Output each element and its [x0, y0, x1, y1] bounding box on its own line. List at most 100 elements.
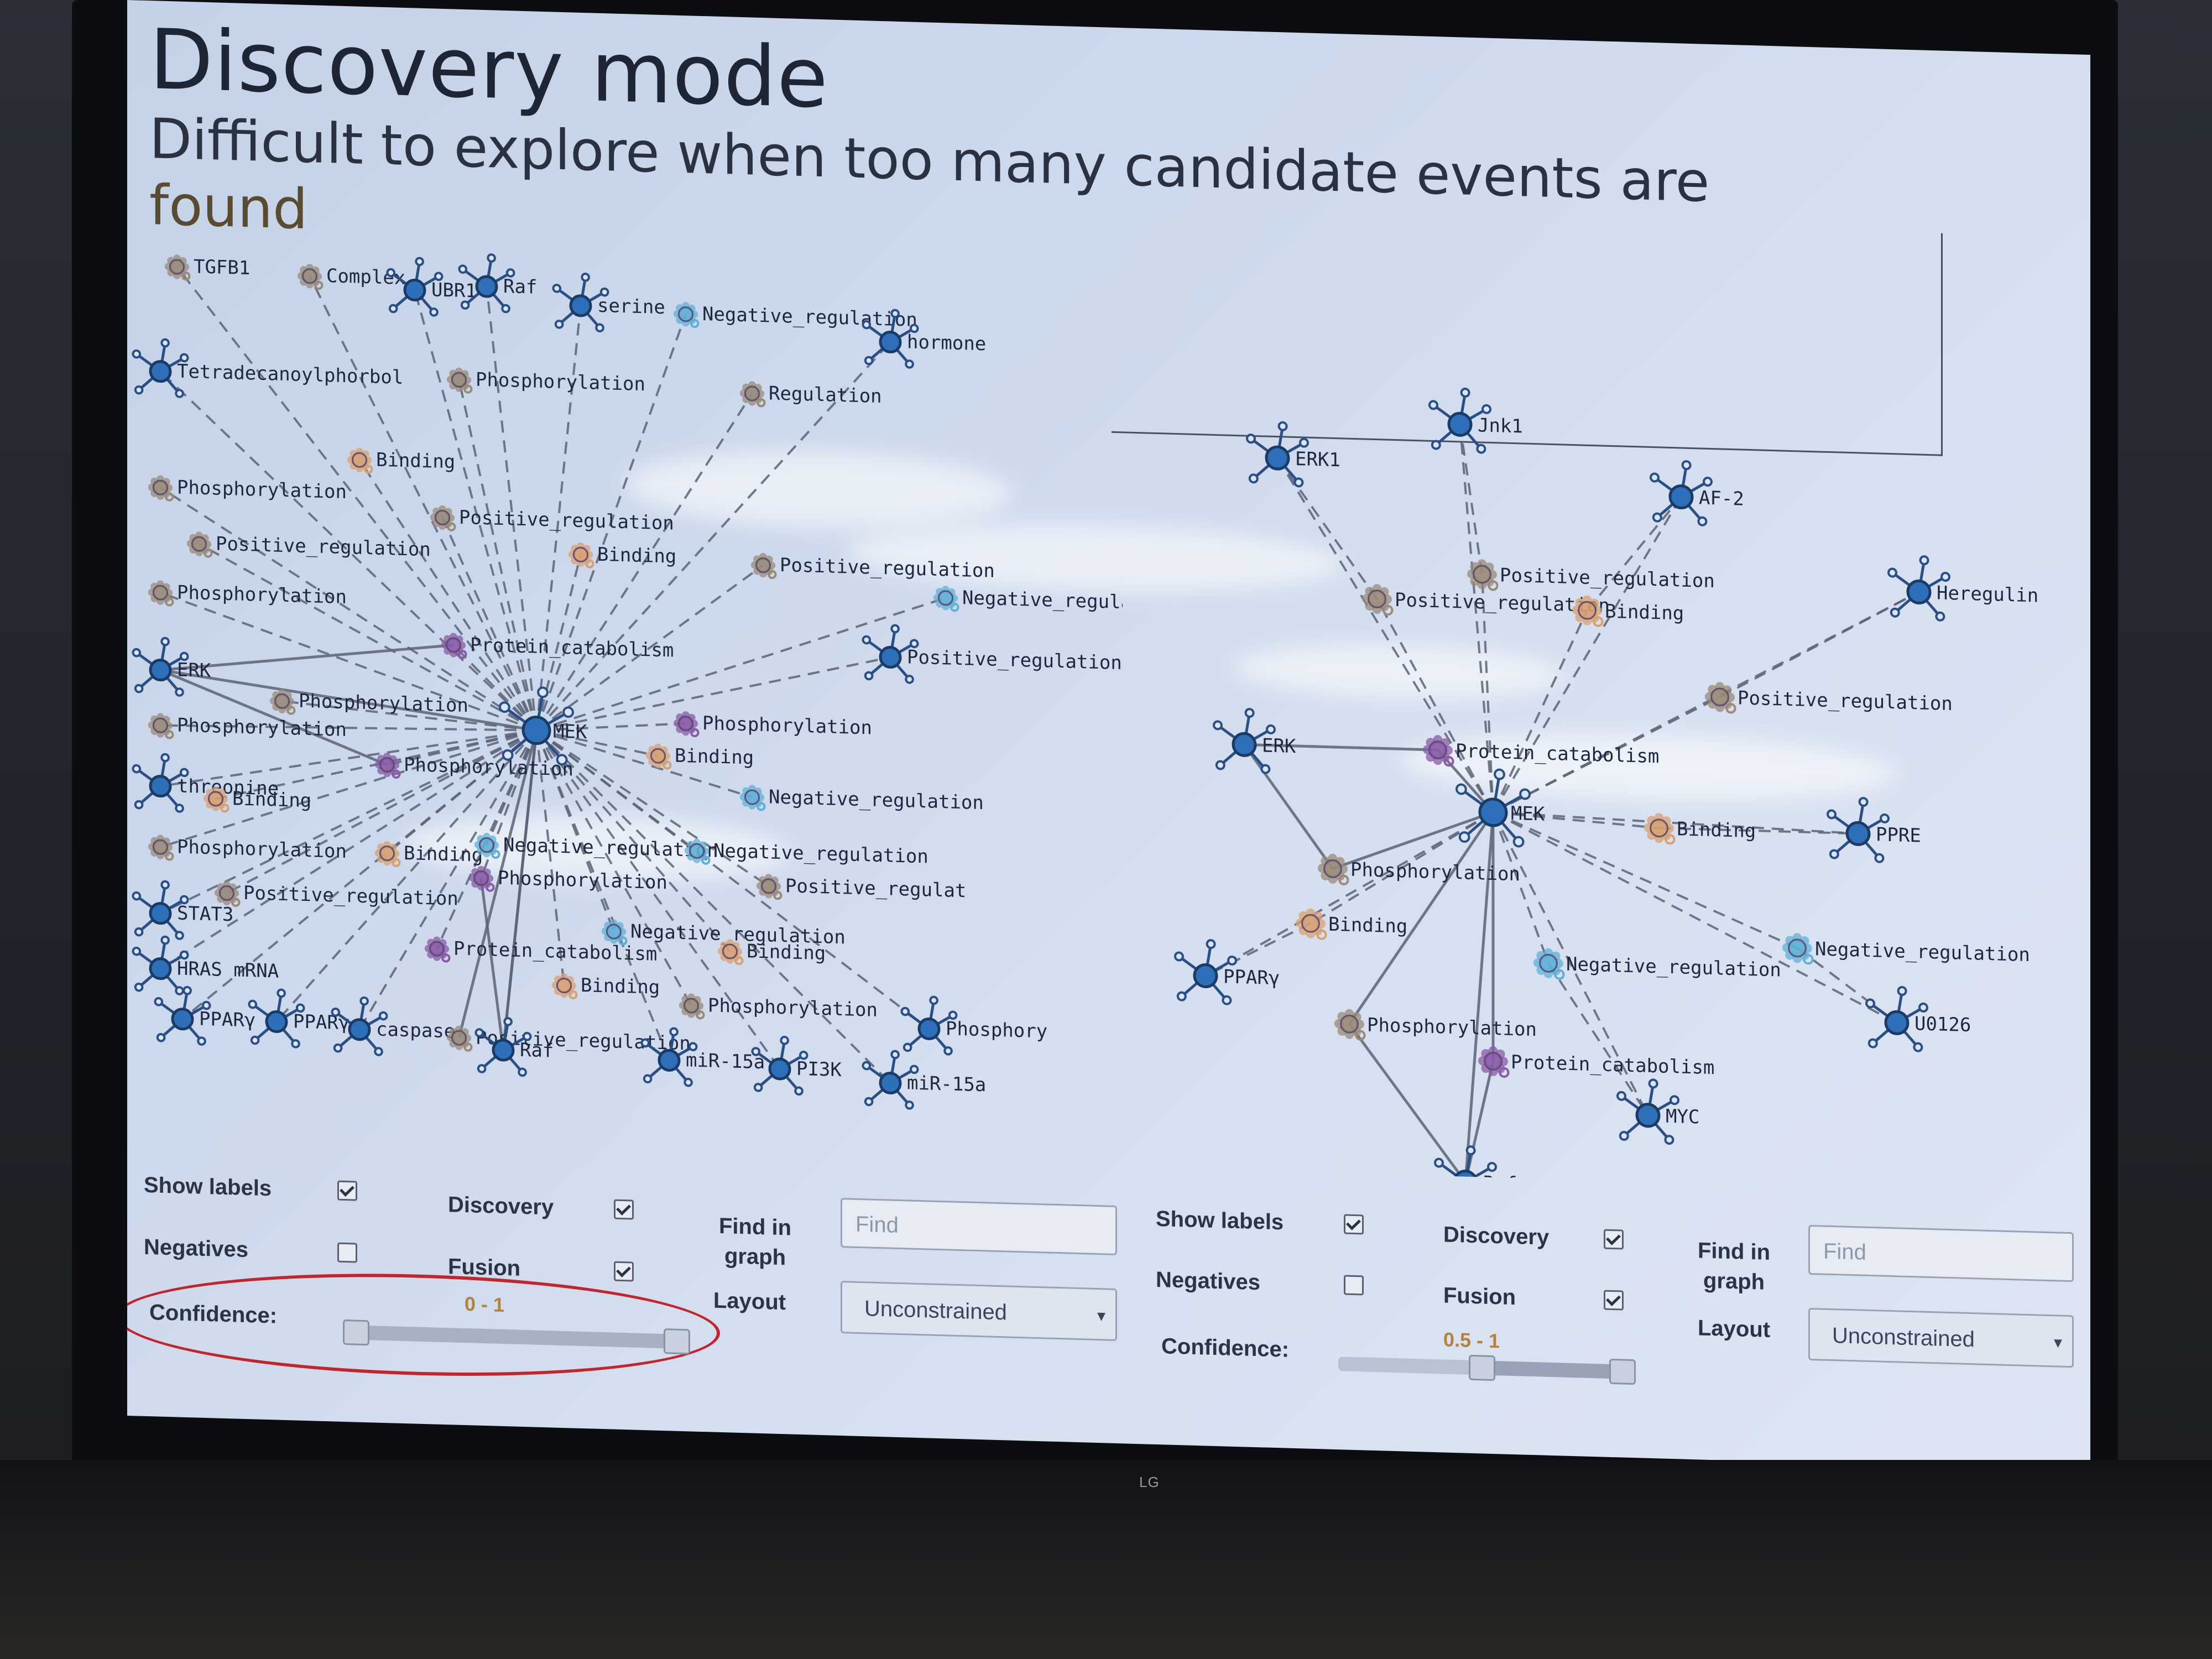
- left-entity-node[interactable]: [154, 985, 211, 1046]
- left-event-node[interactable]: [673, 711, 700, 738]
- right-fusion-checkbox[interactable]: [1604, 1290, 1624, 1311]
- graph-edge: [535, 305, 582, 731]
- left-event-node[interactable]: [468, 865, 495, 892]
- right-entity-node-erk1[interactable]: [1246, 421, 1309, 488]
- left-entity-node[interactable]: [458, 253, 515, 314]
- right-event-node-nr2[interactable]: [1533, 948, 1565, 980]
- right-event-node-pc2[interactable]: [1478, 1046, 1510, 1078]
- right-layout-select[interactable]: Unconstrained ▾: [1808, 1307, 2074, 1368]
- confidence-max-handle[interactable]: [664, 1328, 690, 1355]
- left-event-node[interactable]: [186, 531, 213, 558]
- left-entity-node[interactable]: [132, 637, 189, 697]
- right-event-node-pr2[interactable]: [1361, 583, 1394, 616]
- right-event-node-phos1[interactable]: [1317, 853, 1349, 885]
- right-entity-node-ppre[interactable]: [1827, 797, 1890, 863]
- right-discovery-checkbox[interactable]: [1604, 1229, 1624, 1250]
- right-event-node-bind2[interactable]: [1644, 813, 1676, 845]
- graph-edge: [414, 290, 538, 731]
- left-event-node[interactable]: [679, 993, 705, 1020]
- left-entity-node[interactable]: [132, 935, 189, 995]
- left-event-node[interactable]: [684, 838, 711, 865]
- discovery-checkbox[interactable]: [614, 1199, 634, 1220]
- right-network-graph[interactable]: Jnk1ERK1AF-2Positive_regulationPositive_…: [1139, 338, 2079, 1194]
- right-entity-node-mek[interactable]: [1455, 768, 1531, 848]
- right-entity-node-heregulin[interactable]: [1887, 555, 1950, 622]
- left-event-node[interactable]: [568, 542, 594, 568]
- left-event-node[interactable]: [446, 367, 473, 394]
- left-event-node[interactable]: [424, 936, 451, 963]
- left-event-node[interactable]: [673, 301, 700, 328]
- left-event-node[interactable]: [933, 586, 959, 612]
- left-event-node[interactable]: [203, 786, 229, 813]
- right-entity-node-u0126[interactable]: [1865, 986, 1928, 1052]
- right-event-node-pr3[interactable]: [1704, 682, 1736, 714]
- left-event-node[interactable]: [601, 919, 628, 946]
- left-entity-node[interactable]: [132, 338, 189, 398]
- left-event-node[interactable]: [148, 475, 174, 502]
- left-entity-node[interactable]: [386, 257, 444, 317]
- left-event-node[interactable]: [474, 832, 500, 859]
- left-event-node[interactable]: [430, 505, 456, 531]
- left-event-node[interactable]: [269, 688, 296, 715]
- left-event-node[interactable]: [148, 834, 174, 861]
- right-confidence-max-handle[interactable]: [1609, 1358, 1636, 1385]
- left-event-node[interactable]: [374, 841, 401, 868]
- left-entity-node[interactable]: [900, 995, 958, 1056]
- left-event-node[interactable]: [551, 973, 578, 1000]
- left-event-node[interactable]: [645, 743, 672, 770]
- find-input[interactable]: Find: [841, 1198, 1117, 1255]
- right-event-node-phos2[interactable]: [1334, 1009, 1366, 1041]
- left-event-node[interactable]: [148, 713, 174, 739]
- graph-edge: [1243, 744, 1334, 870]
- confidence-min-handle[interactable]: [343, 1319, 369, 1346]
- left-entity-node[interactable]: [552, 273, 609, 333]
- left-event-node[interactable]: [750, 552, 777, 580]
- left-entity-node[interactable]: [862, 1050, 919, 1110]
- left-event-node[interactable]: [739, 381, 766, 408]
- negatives-checkbox[interactable]: [337, 1242, 357, 1263]
- left-event-node[interactable]: [756, 874, 782, 900]
- left-mek-hub-node[interactable]: [499, 686, 574, 766]
- right-entity-node-af2[interactable]: [1650, 460, 1713, 526]
- left-event-node[interactable]: [148, 580, 174, 607]
- right-entity-node-jnk1[interactable]: [1428, 387, 1491, 454]
- left-entity-node[interactable]: [132, 880, 189, 940]
- fusion-checkbox[interactable]: [614, 1261, 634, 1282]
- left-event-node[interactable]: [214, 880, 241, 907]
- right-find-input[interactable]: Find: [1808, 1224, 2074, 1282]
- left-event-node[interactable]: [717, 939, 744, 966]
- left-event-node[interactable]: [441, 633, 467, 659]
- right-event-node-bind3[interactable]: [1295, 908, 1327, 940]
- left-event-node[interactable]: [164, 254, 191, 281]
- graph-edge: [160, 669, 388, 766]
- show-labels-checkbox[interactable]: [337, 1180, 357, 1201]
- left-event-node[interactable]: [739, 785, 766, 811]
- left-entity-node[interactable]: [474, 1017, 532, 1077]
- left-event-node[interactable]: [297, 263, 324, 290]
- left-entity-node[interactable]: [640, 1027, 698, 1087]
- left-entity-node[interactable]: [331, 996, 388, 1056]
- left-entity-node[interactable]: [862, 624, 919, 684]
- right-event-node-bind1[interactable]: [1572, 595, 1604, 627]
- graph-edge: [1586, 496, 1682, 612]
- layout-select[interactable]: Unconstrained ▾: [841, 1281, 1117, 1341]
- left-event-node[interactable]: [347, 447, 373, 474]
- right-negatives-checkbox[interactable]: [1344, 1275, 1364, 1296]
- right-event-node-pr1[interactable]: [1467, 559, 1499, 591]
- right-entity-node-erk[interactable]: [1213, 708, 1276, 774]
- right-confidence-min-handle[interactable]: [1469, 1354, 1495, 1381]
- right-event-node-nr1[interactable]: [1782, 933, 1814, 965]
- right-confidence-range-text: 0.5 - 1: [1443, 1328, 1500, 1353]
- left-entity-node[interactable]: [132, 753, 189, 813]
- right-show-labels-checkbox[interactable]: [1344, 1214, 1364, 1235]
- right-confidence-slider[interactable]: [1338, 1354, 1636, 1385]
- right-event-node-pc1[interactable]: [1422, 734, 1454, 767]
- left-entity-node[interactable]: [862, 309, 919, 369]
- left-event-node[interactable]: [374, 752, 401, 779]
- right-entity-node-ppary[interactable]: [1174, 939, 1237, 1005]
- left-event-node[interactable]: [446, 1025, 473, 1052]
- left-entity-node[interactable]: [248, 988, 305, 1048]
- left-entity-node[interactable]: [751, 1036, 808, 1096]
- right-entity-node-myc[interactable]: [1616, 1078, 1679, 1145]
